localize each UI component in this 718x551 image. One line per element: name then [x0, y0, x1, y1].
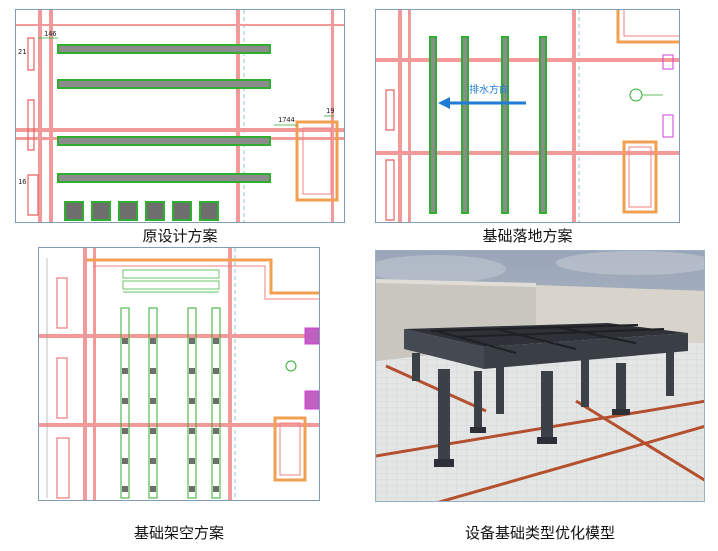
raised-foundation-plan [39, 248, 319, 500]
dimension-label: 16 [18, 178, 26, 186]
ground-foundation-drawing: 排水方向 [375, 9, 680, 223]
drainage-direction-label: 排水方向 [469, 83, 509, 96]
caption-raised-foundation: 基础架空方案 [133, 524, 224, 542]
original-design-plan: 146 21 1744 19 16 [16, 10, 344, 222]
dimension-label: 146 [44, 30, 57, 38]
dimension-label: 21 [18, 48, 26, 56]
caption-original-design: 原设计方案 [142, 227, 218, 245]
raised-foundation-drawing [38, 247, 320, 501]
caption-ground-foundation: 基础落地方案 [482, 227, 573, 245]
original-design-drawing: 146 21 1744 19 16 [15, 9, 345, 223]
optimized-model-render [375, 250, 705, 502]
3d-model-render [376, 251, 704, 501]
dimension-label: 1744 [278, 116, 295, 124]
caption-optimized-model: 设备基础类型优化模型 [464, 524, 615, 542]
dimension-label: 19 [326, 107, 334, 115]
ground-foundation-plan: 排水方向 [376, 10, 679, 222]
